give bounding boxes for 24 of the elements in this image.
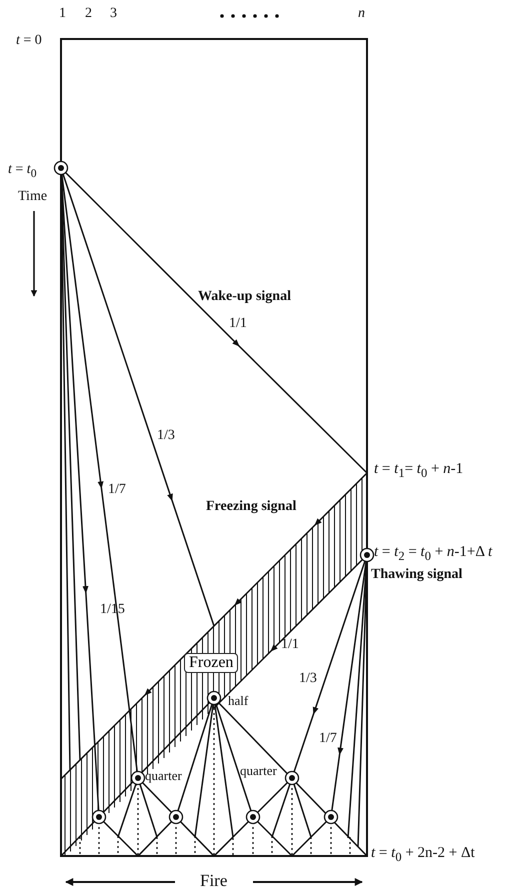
speed-ratio: 1/1: [229, 316, 247, 332]
time-label: t = t$_{0}$ + 2n-2 + Δt: [371, 845, 475, 865]
speed-ratio: 1/3: [157, 428, 175, 444]
time-label: t = t$_{0}$: [8, 162, 37, 181]
speed-ratio: 1/7: [108, 482, 126, 498]
speed-ratio: 1/1: [281, 637, 299, 652]
axis-title: Time: [18, 189, 48, 204]
speed-ratio: 1/7: [319, 731, 337, 746]
time-label: t = t$_{2}$ = t$_{0}$ + n-1+Δ t: [374, 544, 492, 564]
point-label: half: [228, 694, 248, 708]
point-label: quarter: [145, 769, 182, 784]
time-label: t = 0: [16, 33, 42, 48]
signal-name: Wake-up signal: [198, 289, 291, 304]
signal-name: Freezing signal: [206, 499, 296, 514]
column-number: 1: [59, 6, 66, 22]
time-label: t = t$_{1}$= t$_{0}$ + n-1: [374, 461, 464, 481]
state-box: Frozen: [184, 653, 238, 673]
column-number: 2: [85, 6, 92, 22]
column-number: n: [358, 6, 365, 22]
point-label: quarter: [240, 764, 277, 778]
arrow-label: Fire: [200, 872, 228, 891]
column-number: 3: [110, 6, 117, 22]
signal-name: Thawing signal: [371, 567, 462, 582]
speed-ratio: 1/3: [299, 671, 317, 686]
